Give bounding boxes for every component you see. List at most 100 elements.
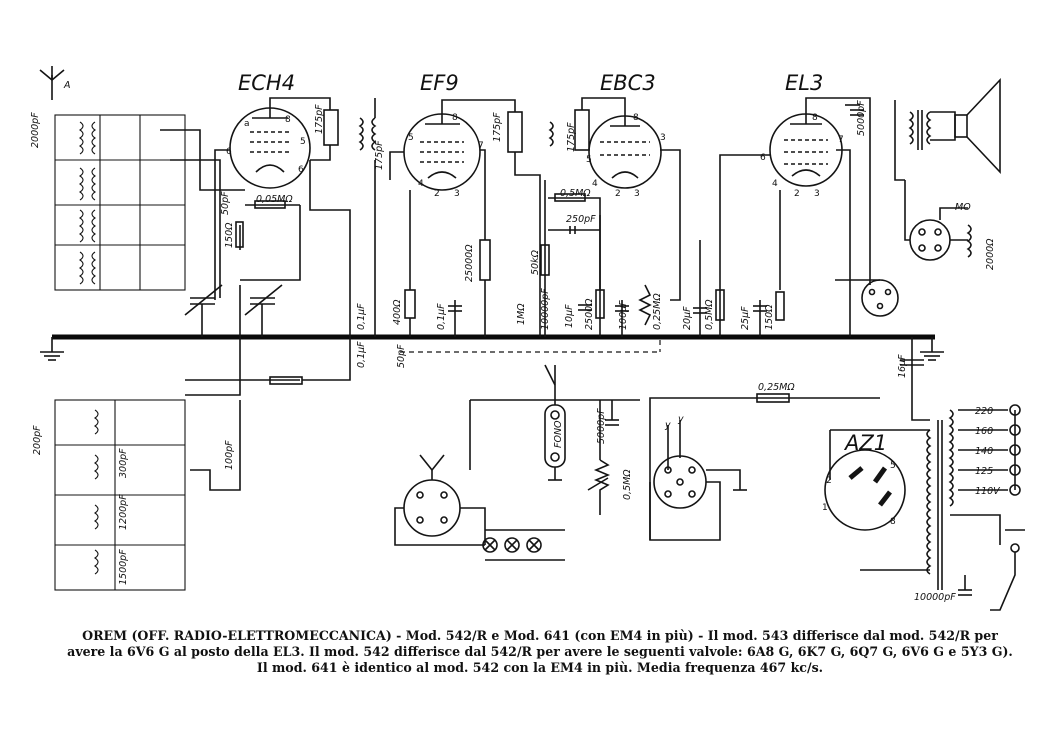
c-300-label: 300pF [118,448,129,478]
pin-ech4-8: 8 [285,115,291,125]
r-1m-label: 1MΩ [516,303,527,325]
caption-line-3: Il mod. 641 è identico al mod. 542 con l… [256,660,824,675]
phono-input [544,364,566,481]
pin-ech4-a: a [244,119,250,129]
r-05m-b-label: 0,5MΩ [704,299,715,330]
pin-el3-8: 8 [812,113,818,123]
pin-ebc3-8: 8 [633,113,639,123]
c-antenna-label: 2000pF [30,112,41,148]
antenna-icon [39,66,65,100]
c-16uf-label: 16μF [897,354,908,378]
c-200-label: 200pF [32,425,43,455]
tube-label-ech4: ECH4 [238,71,295,95]
tube-ech4-icon [229,107,311,189]
pin-ebc3-5: 5 [586,155,592,165]
pin-ech4-6b: 6 [298,165,304,175]
pin-el3-3: 3 [814,189,820,199]
pin-ef9-3: 3 [454,189,460,199]
c-ef9-g-label: 175pF [374,140,385,170]
c-5000-label: 5000pF [856,100,867,136]
pin-ebc3-2: 2 [615,189,621,199]
c-01c-label: 0,1μF [356,341,367,368]
caption-line-2: avere la 6V6 G al posto della EL3. Il mo… [67,644,1013,659]
pin-ef9-4: 4 [418,179,424,189]
tube-ef9-icon [403,110,481,191]
c-10uf-label: 10μF [564,304,575,328]
pin-ech4-6: 6 [226,147,232,157]
pin-el3-4: 4 [772,179,778,189]
tube-el3-icon [769,110,843,187]
r-025m-b-label: 0,25MΩ [758,382,795,393]
speaker-plug [904,180,972,261]
field-socket [835,279,899,317]
pin-ef9-5: 5 [408,133,414,143]
c-5000b-label: 5000pF [596,408,607,444]
tube-label-az1: AZ1 [843,431,887,455]
ground-symbol-right [920,337,944,361]
r-2500-label: 2500Ω [584,298,595,330]
el3-wiring [693,97,871,337]
output-transformer [894,100,956,181]
c-250-label: 250pF [566,214,596,225]
mains-tap-140: 140 [975,446,993,457]
band-switch-wiring [185,285,351,491]
mains-tap-110: 110V [975,486,1001,497]
r-150-label: 150Ω [224,222,235,248]
dial-lamps [482,529,565,561]
c-ef9-a-label: 175pF [492,112,503,142]
pin-az1-1: 1 [822,503,828,513]
c-ech4-a-label: 175pF [314,104,325,134]
c-20uf-label: 20μF [682,306,693,330]
c-05pf-label: 50pF [396,344,407,368]
ef9-wiring [358,98,541,337]
volume-control [469,399,640,515]
rf-coil-bank-upper [54,114,186,291]
c-osc-label: 50pF [220,191,231,215]
vol-y1-label: y [664,420,671,431]
pin-el3-7: 7 [838,135,844,145]
ground-symbol [40,337,64,361]
tube-label-ebc3: EBC3 [600,71,656,95]
caption-line-1: OREM (OFF. RADIO-ELETTROMECCANICA) - Mod… [82,628,998,643]
wave-switch [394,454,486,546]
c-01-label: 0,1μF [436,303,447,330]
pin-ebc3-4: 4 [592,179,598,189]
em4-socket [649,420,747,541]
r-2000-label: 2000Ω [985,238,996,270]
c-1200-label: 1200pF [118,494,129,530]
r-150b-label: 150Ω [764,304,775,330]
pin-el3-2: 2 [794,189,800,199]
ebc3-wiring [540,97,681,337]
pin-ech4-5: 5 [300,137,306,147]
pin-az1-2: 2 [826,476,832,486]
mains-tap-220: 220 [975,406,993,417]
tube-ebc3-icon [588,112,662,189]
mains-tap-125: 125 [975,466,993,477]
pin-el3-6: 6 [760,153,766,163]
mains-tap-160: 160 [975,426,993,437]
schematic-diagram: A 2000pF 200pF 300pF 1200pF 1500pF 100pF [30,66,1025,611]
r-25k-label: 25000Ω [464,244,475,282]
ech4-wiring [214,97,351,337]
fono-label: FONO [553,420,564,448]
r-05m-label: 0,5MΩ [560,188,591,199]
osc-coil-bank-lower [54,399,186,591]
antenna-label: A [63,80,71,91]
vol-y2-label: y [677,414,684,425]
c-01b-label: 0,1μF [356,303,367,330]
tube-label-el3: EL3 [785,71,823,95]
tuning-capacitor-gang [160,129,283,337]
pin-ebc3-3: 3 [660,133,666,143]
r-025m-label: 0,25MΩ [652,293,663,330]
r-50k-label: 50kΩ [530,249,541,275]
tube-az1-icon [824,449,906,531]
c-100uf-label: 100μF [618,300,629,330]
r-05m-c-label: 0,5MΩ [622,469,633,500]
pin-az1-8: 8 [890,517,896,527]
pin-ef9-8: 8 [452,113,458,123]
c-10000b-label: 10000pF [914,592,956,603]
r-osc-label: 0,05MΩ [256,194,293,205]
voltage-selector [958,404,1021,496]
schematic-caption: OREM (OFF. RADIO-ELETTROMECCANICA) - Mod… [60,628,1020,676]
mo-label: MO [955,202,971,213]
